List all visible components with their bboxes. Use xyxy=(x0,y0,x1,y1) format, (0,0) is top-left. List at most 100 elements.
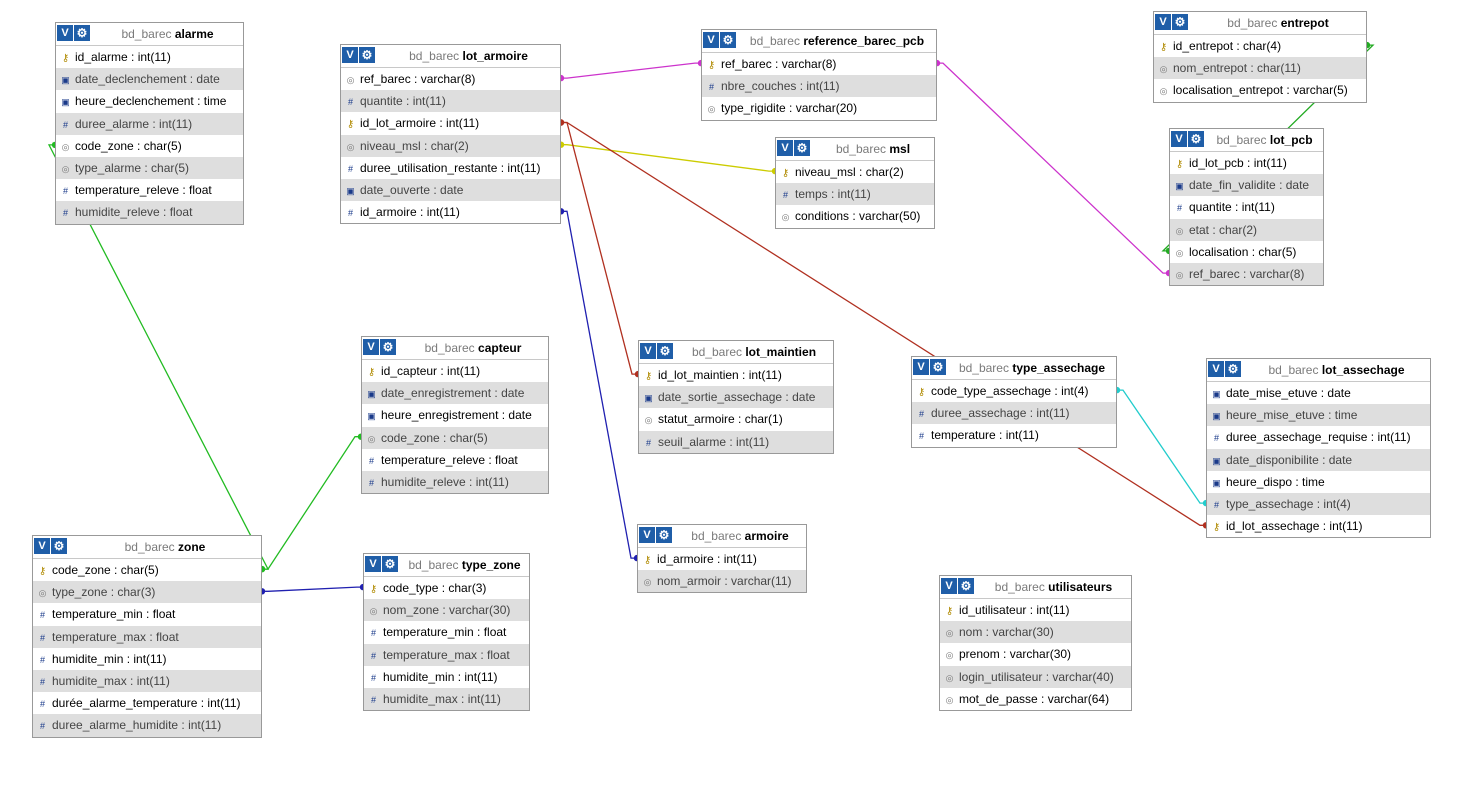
toggle-icon[interactable]: V xyxy=(913,359,929,375)
toggle-icon[interactable]: V xyxy=(639,527,655,543)
table-type-zone[interactable]: V⚙bd_barec type_zone⚷code_type : char(3)… xyxy=(363,553,530,712)
gear-icon[interactable]: ⚙ xyxy=(1188,131,1204,147)
table-utilisateurs[interactable]: V⚙bd_barec utilisateurs⚷id_utilisateur :… xyxy=(939,575,1132,711)
column-row[interactable]: #temps : int(11) xyxy=(776,183,934,206)
table-type-assechage[interactable]: V⚙bd_barec type_assechage⚷code_type_asse… xyxy=(911,356,1117,448)
column-row[interactable]: ◎ref_barec : varchar(8) xyxy=(341,68,560,90)
toggle-icon[interactable]: V xyxy=(1208,361,1224,377)
column-row[interactable]: ⚷id_alarme : int(11) xyxy=(56,46,243,68)
column-row[interactable]: ⚷code_type_assechage : int(4) xyxy=(912,380,1116,402)
column-row[interactable]: ⚷id_utilisateur : int(11) xyxy=(940,599,1131,621)
gear-icon[interactable]: ⚙ xyxy=(656,527,672,543)
table-lot-armoire[interactable]: V⚙bd_barec lot_armoire◎ref_barec : varch… xyxy=(340,44,561,225)
table-title[interactable]: bd_barec armoire xyxy=(678,525,802,547)
table-title[interactable]: bd_barec entrepot xyxy=(1194,12,1362,34)
column-row[interactable]: ◎nom : varchar(30) xyxy=(940,621,1131,644)
column-row[interactable]: #temperature_min : float xyxy=(33,603,261,625)
column-row[interactable]: ▣date_declenchement : date xyxy=(56,68,243,91)
table-header[interactable]: V⚙bd_barec entrepot xyxy=(1154,12,1366,35)
table-entrepot[interactable]: V⚙bd_barec entrepot⚷id_entrepot : char(4… xyxy=(1153,11,1367,103)
column-row[interactable]: ⚷niveau_msl : char(2) xyxy=(776,161,934,183)
toggle-icon[interactable]: V xyxy=(1155,14,1171,30)
table-header[interactable]: V⚙bd_barec type_zone xyxy=(364,554,529,577)
table-lot-assechage[interactable]: V⚙bd_barec lot_assechage▣date_mise_etuve… xyxy=(1206,358,1431,539)
toggle-icon[interactable]: V xyxy=(365,556,381,572)
column-row[interactable]: #temperature_releve : float xyxy=(362,449,548,471)
gear-icon[interactable]: ⚙ xyxy=(657,343,673,359)
table-header[interactable]: V⚙bd_barec lot_armoire xyxy=(341,45,560,68)
column-row[interactable]: ◎conditions : varchar(50) xyxy=(776,205,934,227)
column-row[interactable]: ▣heure_dispo : time xyxy=(1207,471,1430,493)
column-row[interactable]: ◎type_zone : char(3) xyxy=(33,581,261,604)
column-row[interactable]: ◎type_rigidite : varchar(20) xyxy=(702,97,936,119)
column-row[interactable]: ◎localisation : char(5) xyxy=(1170,241,1323,263)
toggle-icon[interactable]: V xyxy=(777,140,793,156)
column-row[interactable]: #humidite_releve : float xyxy=(56,201,243,224)
table-title[interactable]: bd_barec reference_barec_pcb xyxy=(742,30,932,52)
gear-icon[interactable]: ⚙ xyxy=(382,556,398,572)
column-row[interactable]: ◎mot_de_passe : varchar(64) xyxy=(940,688,1131,710)
toggle-icon[interactable]: V xyxy=(640,343,656,359)
column-row[interactable]: #humidite_min : int(11) xyxy=(33,648,261,670)
column-row[interactable]: #type_assechage : int(4) xyxy=(1207,492,1430,516)
toggle-icon[interactable]: V xyxy=(703,32,719,48)
column-row[interactable]: ⚷id_armoire : int(11) xyxy=(638,548,806,570)
column-row[interactable]: ◎statut_armoire : char(1) xyxy=(639,408,833,430)
column-row[interactable]: ⚷id_lot_assechage : int(11) xyxy=(1207,515,1430,537)
column-row[interactable]: #humidite_releve : int(11) xyxy=(362,470,548,494)
column-row[interactable]: ⚷code_type : char(3) xyxy=(364,577,529,599)
column-row[interactable]: ⚷id_lot_armoire : int(11) xyxy=(341,112,560,134)
column-row[interactable]: ◎niveau_msl : char(2) xyxy=(341,134,560,157)
column-row[interactable]: ◎code_zone : char(5) xyxy=(56,135,243,157)
column-row[interactable]: ◎login_utilisateur : varchar(40) xyxy=(940,665,1131,688)
toggle-icon[interactable]: V xyxy=(342,47,358,63)
table-title[interactable]: bd_barec alarme xyxy=(96,23,239,45)
column-row[interactable]: #quantite : int(11) xyxy=(341,90,560,113)
table-msl[interactable]: V⚙bd_barec msl⚷niveau_msl : char(2)#temp… xyxy=(775,137,935,229)
column-row[interactable]: ⚷id_entrepot : char(4) xyxy=(1154,35,1366,57)
table-header[interactable]: V⚙bd_barec utilisateurs xyxy=(940,576,1131,599)
column-row[interactable]: #duree_utilisation_restante : int(11) xyxy=(341,157,560,179)
table-title[interactable]: bd_barec utilisateurs xyxy=(980,576,1127,598)
column-row[interactable]: ◎prenom : varchar(30) xyxy=(940,643,1131,665)
table-header[interactable]: V⚙bd_barec lot_maintien xyxy=(639,341,833,364)
table-lot-pcb[interactable]: V⚙bd_barec lot_pcb⚷id_lot_pcb : int(11)▣… xyxy=(1169,128,1324,287)
column-row[interactable]: ◎nom_entrepot : char(11) xyxy=(1154,57,1366,80)
toggle-icon[interactable]: V xyxy=(941,578,957,594)
table-alarme[interactable]: V⚙bd_barec alarme⚷id_alarme : int(11)▣da… xyxy=(55,22,244,225)
column-row[interactable]: #duree_alarme_humidite : int(11) xyxy=(33,714,261,737)
column-row[interactable]: #temperature_max : float xyxy=(364,643,529,666)
column-row[interactable]: #temperature_max : float xyxy=(33,625,261,648)
column-row[interactable]: ▣heure_mise_etuve : time xyxy=(1207,404,1430,427)
toggle-icon[interactable]: V xyxy=(34,538,50,554)
gear-icon[interactable]: ⚙ xyxy=(380,339,396,355)
column-row[interactable]: #temperature_releve : float xyxy=(56,179,243,201)
column-row[interactable]: #duree_alarme : int(11) xyxy=(56,112,243,135)
column-row[interactable]: ▣date_disponibilite : date xyxy=(1207,448,1430,471)
table-title[interactable]: bd_barec type_assechage xyxy=(952,357,1112,379)
column-row[interactable]: ⚷id_capteur : int(11) xyxy=(362,360,548,382)
gear-icon[interactable]: ⚙ xyxy=(359,47,375,63)
column-row[interactable]: ◎nom_armoir : varchar(11) xyxy=(638,570,806,593)
table-header[interactable]: V⚙ bd_barec reference_barec_pcb xyxy=(702,30,936,53)
column-row[interactable]: ⚷code_zone : char(5) xyxy=(33,559,261,581)
table-armoire[interactable]: V⚙ bd_barec armoire⚷id_armoire : int(11)◎… xyxy=(637,524,807,594)
column-row[interactable]: #duree_assechage : int(11) xyxy=(912,402,1116,425)
table-header[interactable]: V⚙bd_barec zone xyxy=(33,536,261,559)
column-row[interactable]: ▣date_enregistrement : date xyxy=(362,382,548,405)
table-capteur[interactable]: V⚙bd_barec capteur⚷id_capteur : int(11)▣… xyxy=(361,336,549,495)
column-row[interactable]: ◎nom_zone : varchar(30) xyxy=(364,599,529,622)
column-row[interactable]: #humidite_max : int(11) xyxy=(33,669,261,693)
gear-icon[interactable]: ⚙ xyxy=(1225,361,1241,377)
column-row[interactable]: #humidite_max : int(11) xyxy=(364,687,529,711)
gear-icon[interactable]: ⚙ xyxy=(74,25,90,41)
table-header[interactable]: V⚙bd_barec lot_pcb xyxy=(1170,129,1323,152)
gear-icon[interactable]: ⚙ xyxy=(720,32,736,48)
table-zone[interactable]: V⚙bd_barec zone⚷code_zone : char(5)◎type… xyxy=(32,535,262,738)
column-row[interactable]: ◎etat : char(2) xyxy=(1170,218,1323,241)
table-header[interactable]: V⚙bd_barec lot_assechage xyxy=(1207,359,1430,382)
toggle-icon[interactable]: V xyxy=(363,339,379,355)
column-row[interactable]: #duree_assechage_requise : int(11) xyxy=(1207,426,1430,448)
table-header[interactable]: V⚙bd_barec msl xyxy=(776,138,934,161)
table-title[interactable]: bd_barec msl xyxy=(816,138,930,160)
